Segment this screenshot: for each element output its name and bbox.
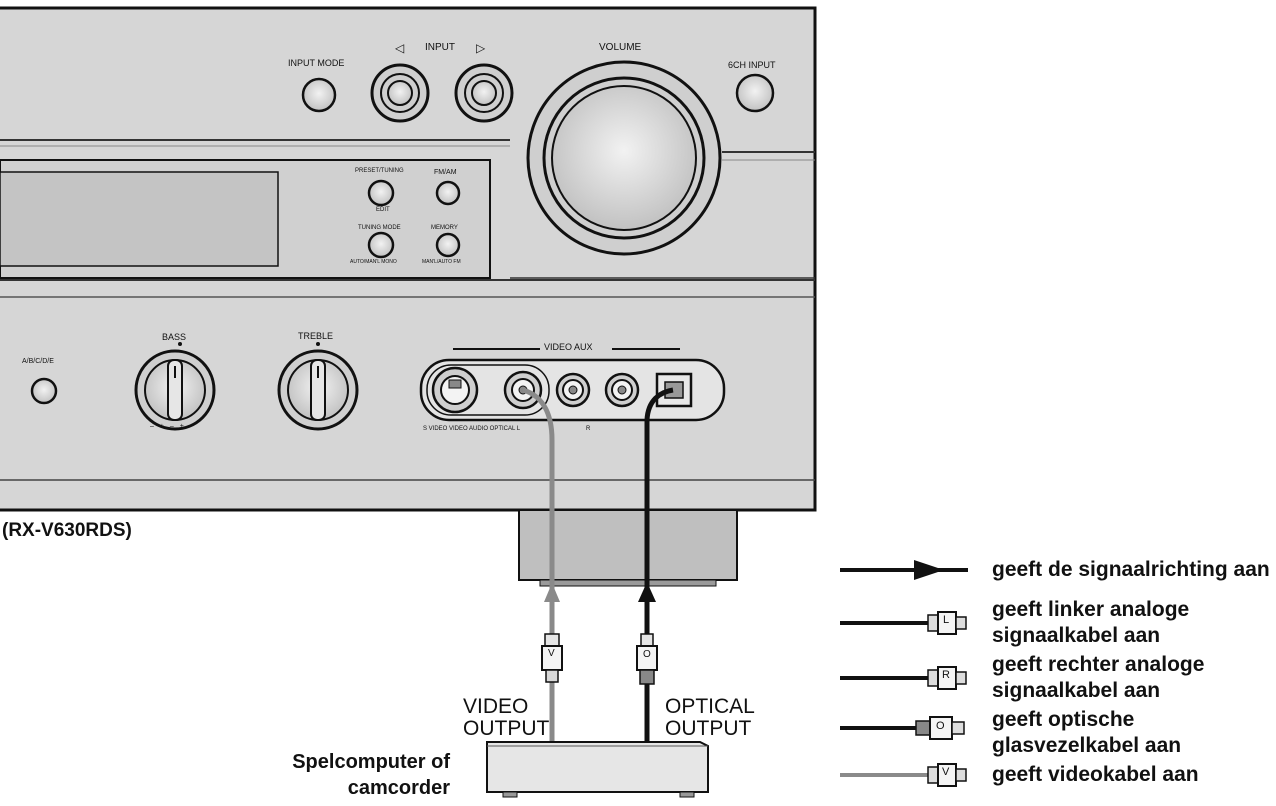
- six-ch-input-button[interactable]: [735, 73, 775, 113]
- auto-man-mono-label: AUTO/MAN'L MONO: [350, 259, 397, 265]
- video-aux-title: VIDEO AUX: [544, 342, 593, 352]
- video-plug-letter: V: [548, 648, 555, 659]
- input-left-button[interactable]: [370, 63, 430, 123]
- input-mode-label: INPUT MODE: [288, 58, 345, 68]
- input-mode-button[interactable]: [301, 77, 337, 113]
- speaker-select-button[interactable]: [30, 377, 58, 405]
- tuning-mode-button[interactable]: [367, 231, 395, 259]
- legend-right-plug-letter: R: [942, 669, 950, 681]
- input-label: INPUT: [425, 42, 455, 53]
- input-right-arrow: ▷: [476, 41, 486, 55]
- preset-tuning-button[interactable]: [367, 179, 395, 207]
- tuning-mode-label: TUNING MODE: [358, 225, 401, 231]
- abcde-label: A/B/C/D/E: [22, 358, 54, 365]
- volume-label: VOLUME: [599, 42, 642, 53]
- audio-right-jack[interactable]: [604, 372, 640, 408]
- optical-cable: [638, 387, 674, 742]
- man-auto-fm-label: MAN'L/AUTO FM: [422, 259, 461, 265]
- legend-optical-plug-letter: O: [936, 720, 945, 732]
- input-left-arrow: ◁: [395, 41, 405, 55]
- legend-video: geeft videokabel aan: [992, 763, 1199, 786]
- optical-plug-letter: O: [643, 649, 651, 660]
- video-output-label: VIDEO OUTPUT: [463, 695, 550, 740]
- volume-knob[interactable]: [526, 60, 722, 256]
- treble-label: TREBLE: [298, 331, 334, 341]
- memory-label: MEMORY: [431, 225, 458, 231]
- legend-left-plug-icon: [840, 611, 967, 635]
- bass-knob[interactable]: [134, 342, 216, 431]
- optical-plug-icon: [636, 633, 658, 685]
- model-caption: (RX-V630RDS): [2, 520, 132, 541]
- fm-am-label: FM/AM: [434, 169, 457, 176]
- optical-output-label: OPTICAL OUTPUT: [665, 695, 755, 740]
- device-label: Spelcomputer of camcorder: [292, 751, 450, 799]
- treble-knob[interactable]: [277, 342, 359, 431]
- preset-tuning-label: PRESET/TUNING: [355, 168, 404, 174]
- video-aux-r-label: R: [586, 426, 591, 432]
- legend-video-plug-icon: [840, 763, 967, 787]
- video-aux-jack-labels: S VIDEO VIDEO AUDIO OPTICAL L: [423, 426, 521, 432]
- six-ch-input-label: 6CH INPUT: [728, 60, 776, 70]
- legend-right-plug-icon: [840, 666, 967, 690]
- legend-left-analog: geeft linker analoge signaalkabel aan: [992, 598, 1190, 647]
- legend-signal-direction: geeft de signaalrichting aan: [992, 558, 1270, 581]
- source-device: [486, 741, 709, 798]
- legend-left-plug-letter: L: [943, 614, 950, 626]
- audio-left-jack[interactable]: [555, 372, 591, 408]
- bass-label: BASS: [162, 332, 187, 342]
- knob-scale-label: – + – +: [150, 423, 186, 430]
- legend-arrow-icon: [840, 560, 968, 580]
- legend-video-plug-letter: V: [942, 766, 950, 778]
- fm-am-button[interactable]: [435, 180, 461, 206]
- optical-jack[interactable]: [655, 372, 693, 408]
- legend-right-analog: geeft rechter analoge signaalkabel aan: [992, 653, 1205, 702]
- edit-label: EDIT: [376, 207, 390, 213]
- memory-button[interactable]: [435, 232, 461, 258]
- legend-optical-plug-icon: [840, 716, 965, 740]
- input-right-button[interactable]: [454, 63, 514, 123]
- legend-optical: geeft optische glasvezelkabel aan: [992, 708, 1182, 757]
- s-video-jack[interactable]: [431, 366, 479, 414]
- video-cable: [522, 387, 560, 742]
- video-plug-icon: [541, 633, 563, 683]
